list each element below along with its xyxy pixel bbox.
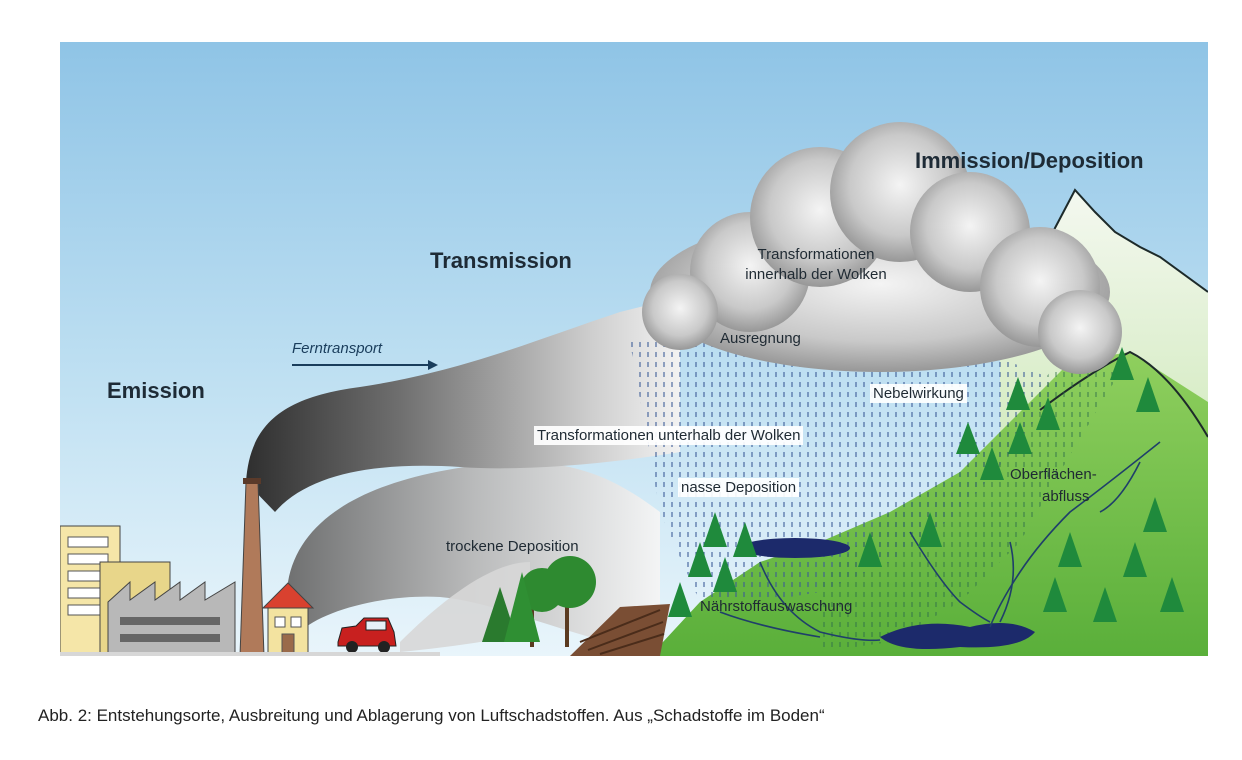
- label-transmission: Transmission: [430, 248, 572, 274]
- label-trockene-deposition: trockene Deposition: [446, 538, 579, 555]
- label-ferntransport: Ferntransport: [292, 340, 382, 357]
- label-ausregnung: Ausregnung: [720, 330, 801, 347]
- label-transform-below: Transformationen unterhalb der Wolken: [534, 426, 803, 445]
- label-transform-in-2: innerhalb der Wolken: [728, 266, 904, 283]
- label-oberflaechen-1: Oberflächen-: [1010, 466, 1097, 483]
- label-nebelwirkung: Nebelwirkung: [870, 384, 967, 403]
- diagram-artwork: [60, 42, 1208, 656]
- pollution-diagram: Emission Transmission Immission/Depositi…: [60, 42, 1208, 656]
- figure-caption: Abb. 2: Entstehungsorte, Ausbreitung und…: [38, 706, 825, 726]
- label-oberflaechen-2: abfluss: [1042, 488, 1090, 505]
- label-nasse-deposition: nasse Deposition: [678, 478, 799, 497]
- label-immission: Immission/Deposition: [915, 148, 1144, 174]
- label-emission: Emission: [107, 378, 205, 404]
- label-transform-in-1: Transformationen: [736, 246, 896, 263]
- lake: [740, 538, 850, 558]
- label-naehrstoffauswaschung: Nährstoffauswaschung: [700, 598, 852, 615]
